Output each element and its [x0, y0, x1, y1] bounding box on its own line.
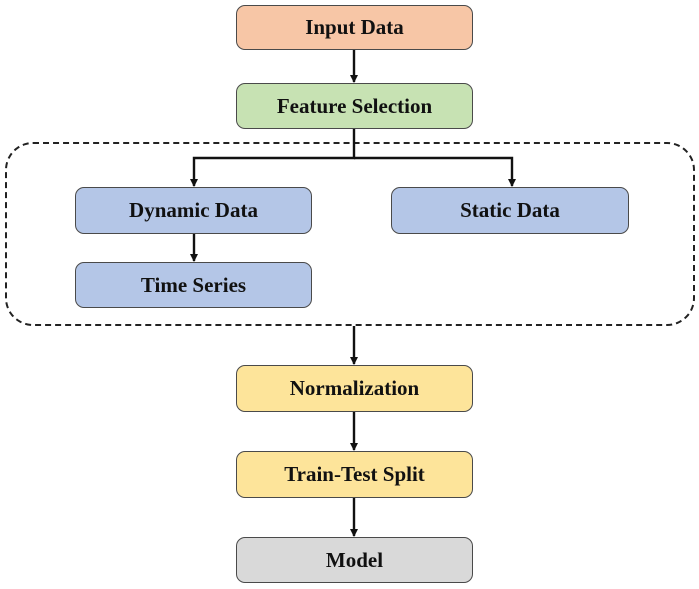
- static-data-node: Static Data: [391, 187, 629, 234]
- model-node: Model: [236, 537, 473, 583]
- feature-group-dashed-box: [5, 142, 695, 326]
- train-test-split-node: Train-Test Split: [236, 451, 473, 498]
- arrow-feature-to-static: [354, 156, 516, 187]
- time-series-node: Time Series: [75, 262, 312, 308]
- input-data-node: Input Data: [236, 5, 473, 50]
- arrow-feature-to-dynamic: [190, 129, 356, 187]
- feature-selection-node: Feature Selection: [236, 83, 473, 129]
- normalization-node: Normalization: [236, 365, 473, 412]
- dynamic-data-node: Dynamic Data: [75, 187, 312, 234]
